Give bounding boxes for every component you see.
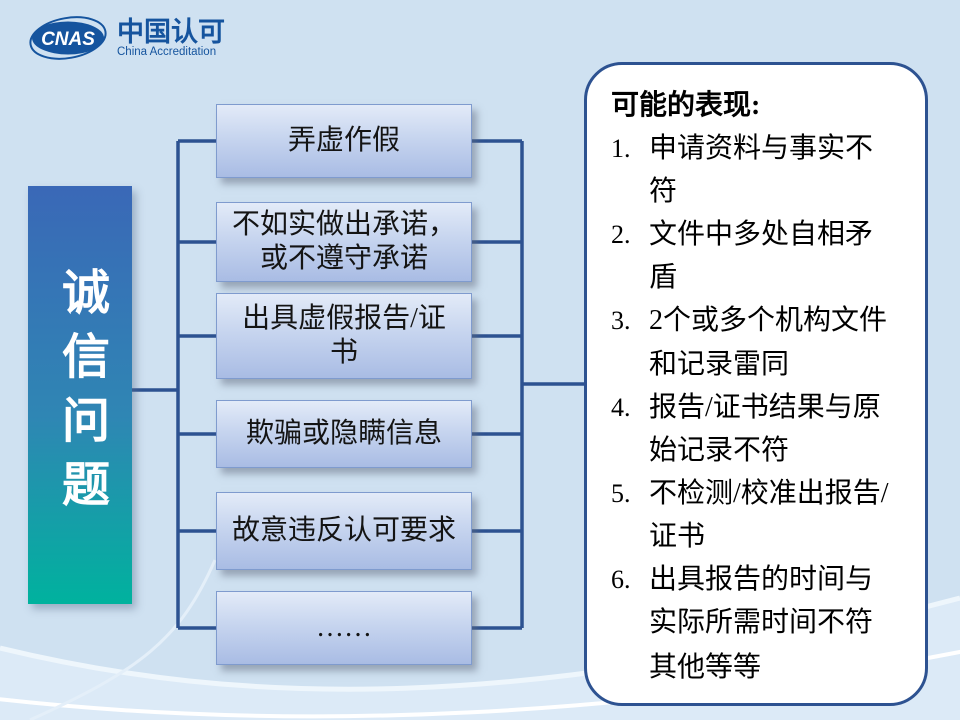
list-item-number: 6. xyxy=(611,565,631,595)
flow-box: 故意违反认可要求 xyxy=(216,492,472,570)
flow-box: 不如实做出承诺， 或不遵守承诺 xyxy=(216,202,472,282)
list-item-text: 不检测/校准出报告/证书 xyxy=(649,477,889,552)
flow-box: …… xyxy=(216,591,472,665)
flow-box-label: 弄虚作假 xyxy=(287,124,400,156)
cnas-logo: CNAS 中国认可 China Accreditation xyxy=(28,12,225,64)
integrity-issues-title-box: 诚信问题 xyxy=(28,186,132,604)
integrity-issues-title: 诚信问题 xyxy=(54,267,107,523)
logo-name-cn: 中国认可 xyxy=(117,16,225,47)
list-item-number: 2. xyxy=(611,220,631,250)
list-item: 2. 文件中多处自相矛盾 xyxy=(611,213,907,299)
list-item-number: 1. xyxy=(611,134,631,163)
list-item: 1. 申请资料与事实不符 xyxy=(611,127,907,213)
list-item-text: 文件中多处自相矛盾 xyxy=(649,219,874,294)
flow-box-label: 出具虚假报告/证 书 xyxy=(242,302,446,368)
list-item-text: 申请资料与事实不符 xyxy=(649,133,874,208)
flow-box-label: 不如实做出承诺， 或不遵守承诺 xyxy=(231,208,456,274)
list-item-number: 3. xyxy=(611,306,631,336)
list-item: 4. 报告/证书结果与原始记录不符 xyxy=(611,386,907,472)
list-item: 5. 不检测/校准出报告/证书 xyxy=(611,472,907,558)
manifestations-panel: 可能的表现: 1. 申请资料与事实不符 2. 文件中多处自相矛盾 3. 2个或多… xyxy=(584,62,928,706)
flow-box-label: …… xyxy=(316,611,372,643)
list-item-number: 4. xyxy=(611,392,631,422)
flow-box: 弄虚作假 xyxy=(216,104,472,178)
cnas-logo-text: CNAS xyxy=(41,29,95,50)
flow-box: 出具虚假报告/证 书 xyxy=(216,293,472,379)
list-item-number: 5. xyxy=(611,478,631,508)
list-item: 3. 2个或多个机构文件和记录雷同 xyxy=(611,299,907,385)
cnas-logo-wordmark: 中国认可 China Accreditation xyxy=(117,16,225,59)
flow-box-label: 故意违反认可要求 xyxy=(231,514,456,546)
panel-title: 可能的表现: xyxy=(611,90,761,121)
list-item-text: 出具报告的时间与实际所需时间不符 xyxy=(649,564,874,639)
list-item-text: 报告/证书结果与原始记录不符 xyxy=(649,391,881,466)
panel-footer: 其他等等 xyxy=(649,652,762,684)
flow-box-label: 欺骗或隐瞒信息 xyxy=(245,417,442,449)
list-item: 6. 出具报告的时间与实际所需时间不符 xyxy=(611,558,907,644)
list-item-text: 2个或多个机构文件和记录雷同 xyxy=(649,305,888,380)
logo-name-en: China Accreditation xyxy=(117,46,217,59)
flow-box: 欺骗或隐瞒信息 xyxy=(216,400,472,468)
cnas-logo-icon: CNAS xyxy=(29,16,107,60)
